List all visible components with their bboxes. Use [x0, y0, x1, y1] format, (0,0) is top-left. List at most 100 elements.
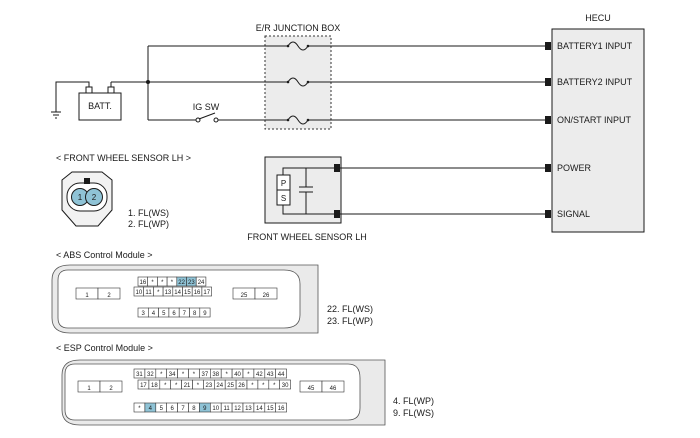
front-sensor-diagram-label: FRONT WHEEL SENSOR LH — [247, 232, 367, 242]
esp-left-pin-label: 1 — [87, 386, 91, 392]
abs-row2-pin-label: 14 — [174, 290, 181, 296]
abs-row2-pin-label: 13 — [165, 290, 172, 296]
esp-row2-pin-label: 18 — [151, 383, 158, 389]
hecu-pin-battery2: BATTERY2 INPUT — [545, 77, 633, 87]
abs-row1-pin-label: * — [171, 280, 174, 286]
svg-text:BATTERY2 INPUT: BATTERY2 INPUT — [557, 77, 633, 87]
esp-row3-pin-label: 5 — [160, 406, 164, 412]
esp-note-1: 4. FL(WP) — [393, 396, 434, 406]
esp-row3-pin-label: 8 — [192, 406, 196, 412]
abs-row2-pin-label: 10 — [136, 290, 143, 296]
esp-row2-pin-label: * — [175, 383, 178, 389]
esp-row3-pin-label: * — [138, 406, 141, 412]
front-sensor-box — [264, 156, 342, 224]
abs-row3-pin-cell — [199, 307, 211, 318]
svg-text:SIGNAL: SIGNAL — [557, 209, 590, 219]
esp-row2-pin-label: 26 — [238, 383, 245, 389]
abs-right-pin-label: 26 — [263, 293, 270, 299]
esp-row1-pin-label: 40 — [234, 372, 241, 378]
abs-row1-pin-label: * — [151, 280, 154, 286]
esp-row3-pin-label: 15 — [267, 406, 274, 412]
esp-row1-pin-label: * — [247, 372, 250, 378]
esp-row1-pin-label: 43 — [267, 372, 274, 378]
front-sensor-heading: < FRONT WHEEL SENSOR LH > — [56, 153, 191, 163]
sensor-pin-signal — [334, 210, 340, 218]
sensor-pin-2: 2 — [92, 193, 97, 202]
sensor-letter-p: P — [281, 179, 286, 188]
esp-row3-pin-label: 10 — [212, 406, 219, 412]
abs-row2-pin-label: 17 — [203, 290, 210, 296]
esp-right-pin-label: 45 — [308, 386, 315, 392]
abs-row3-pin-label: 8 — [193, 311, 197, 317]
abs-left-pin-label: 1 — [85, 293, 89, 299]
esp-row3-pin-label: 14 — [256, 406, 263, 412]
abs-row1-pin-label: 23 — [188, 280, 195, 286]
abs-note-2: 23. FL(WP) — [327, 316, 373, 326]
esp-heading: < ESP Control Module > — [56, 343, 153, 353]
esp-row3-pin-cell — [275, 402, 287, 413]
hecu-box — [551, 28, 645, 233]
abs-row1-pin-label: 22 — [178, 280, 185, 286]
abs-left-pin-label: 2 — [107, 293, 111, 299]
abs-row3-pin-label: 9 — [203, 311, 207, 317]
esp-right-pin-label: 46 — [330, 386, 337, 392]
abs-row3-pin-label: 7 — [183, 311, 187, 317]
esp-row1-pin-label: 42 — [256, 372, 263, 378]
esp-row3-pin-label: 11 — [224, 406, 231, 412]
hecu-pin-on-start: ON/START INPUT — [545, 115, 632, 125]
sensor-note-2: 2. FL(WP) — [128, 219, 169, 229]
abs-row2-pin-cell — [201, 286, 212, 297]
ig-switch-label: IG SW — [193, 102, 220, 112]
abs-row2-pin-label: 11 — [145, 290, 152, 296]
esp-row1-pin-label: * — [182, 372, 185, 378]
abs-row1-pin-label: 16 — [140, 280, 147, 286]
abs-row1-pin-label: * — [161, 280, 164, 286]
abs-row2-pin-label: * — [157, 290, 160, 296]
junction-dot — [146, 80, 150, 84]
abs-row3-pin-label: 6 — [172, 311, 176, 317]
abs-row3-pin-label: 5 — [162, 311, 166, 317]
esp-row1-pin-label: 44 — [278, 372, 285, 378]
esp-row1-pin-label: 37 — [202, 372, 209, 378]
esp-row1-pin-label: * — [193, 372, 196, 378]
sensor-pin-power — [334, 164, 340, 172]
sensor-pin-1: 1 — [78, 193, 83, 202]
hecu-pin-power: POWER — [545, 163, 592, 173]
esp-row2-pin-cell — [279, 379, 291, 390]
esp-row2-pin-label: 23 — [206, 383, 213, 389]
esp-row1-pin-cell — [275, 368, 287, 379]
svg-text:BATTERY1 INPUT: BATTERY1 INPUT — [557, 41, 633, 51]
hecu-pin-battery1: BATTERY1 INPUT — [545, 41, 633, 51]
sensor-letter-s: S — [281, 194, 286, 203]
esp-row2-pin-label: 24 — [216, 383, 223, 389]
esp-row2-pin-label: 21 — [184, 383, 191, 389]
abs-note-1: 22. FL(WS) — [327, 304, 373, 314]
esp-row1-pin-label: 38 — [212, 372, 219, 378]
esp-row3-pin-label: 9 — [203, 406, 207, 412]
esp-row2-pin-label: * — [273, 383, 276, 389]
esp-right-pin-cell — [321, 380, 345, 393]
abs-row1-pin-cell — [195, 276, 207, 287]
ig-switch — [195, 112, 219, 123]
esp-row2-pin-label: * — [164, 383, 167, 389]
abs-row3-pin-label: 4 — [152, 311, 156, 317]
svg-text:ON/START INPUT: ON/START INPUT — [557, 115, 632, 125]
esp-row1-pin-label: 32 — [147, 372, 154, 378]
esp-row2-pin-label: 30 — [282, 383, 289, 389]
esp-row2-pin-label: 25 — [227, 383, 234, 389]
abs-heading: < ABS Control Module > — [56, 250, 153, 260]
esp-row2-pin-label: 17 — [140, 383, 147, 389]
esp-row3-pin-label: 4 — [149, 406, 153, 412]
esp-left-pin-cell — [99, 380, 123, 393]
esp-row1-pin-label: 31 — [136, 372, 143, 378]
sensor-internal — [276, 167, 334, 215]
abs-row1-pin-label: 24 — [198, 280, 205, 286]
esp-row2-pin-label: * — [262, 383, 265, 389]
abs-left-pin-cell — [97, 287, 121, 300]
junction-box-title: E/R JUNCTION BOX — [256, 23, 341, 33]
sensor-note-1: 1. FL(WS) — [128, 208, 169, 218]
esp-row1-pin-label: * — [160, 372, 163, 378]
